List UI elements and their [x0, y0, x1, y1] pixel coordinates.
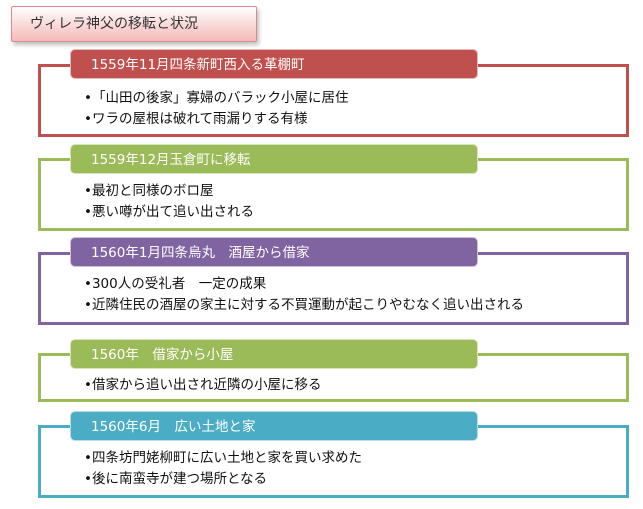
list-item: •「山田の後家」寡婦のバラック小屋に居住 [84, 90, 349, 106]
section-heading: 1560年 借家から小屋 [70, 339, 478, 369]
list-item: •後に南蛮寺が建つ場所となる [84, 471, 268, 487]
list-item: •300人の受礼者 一定の成果 [84, 276, 267, 292]
list-item: •借家から追い出され近隣の小屋に移る [84, 377, 322, 393]
section-heading: 1560年1月四条烏丸 酒屋から借家 [70, 237, 478, 267]
section-heading: 1559年12月玉倉町に移転 [70, 144, 478, 174]
section-items: •最初と同様のボロ屋 •悪い噂が出て追い出される [84, 181, 254, 223]
section-items: •300人の受礼者 一定の成果 •近隣住民の酒屋の家主に対する不買運動が起こりや… [84, 274, 524, 316]
list-item: •悪い噂が出て追い出される [84, 204, 254, 220]
list-item: •四条坊門姥柳町に広い土地と家を買い求めた [84, 450, 362, 466]
section-heading: 1559年11月四条新町西入る革棚町 [70, 49, 478, 79]
diagram-title: ヴィレラ神父の移転と状況 [11, 6, 257, 42]
section-items: •四条坊門姥柳町に広い土地と家を買い求めた •後に南蛮寺が建つ場所となる [84, 448, 362, 490]
list-item: •近隣住民の酒屋の家主に対する不買運動が起こりやむなく追い出される [84, 297, 524, 313]
section-heading: 1560年6月 広い土地と家 [70, 411, 478, 441]
section-items: •「山田の後家」寡婦のバラック小屋に居住 •ワラの屋根は破れて雨漏りする有様 [84, 88, 348, 130]
list-item: •ワラの屋根は破れて雨漏りする有様 [84, 111, 308, 127]
section-items: •借家から追い出され近隣の小屋に移る [84, 375, 321, 396]
list-item: •最初と同様のボロ屋 [84, 183, 214, 199]
